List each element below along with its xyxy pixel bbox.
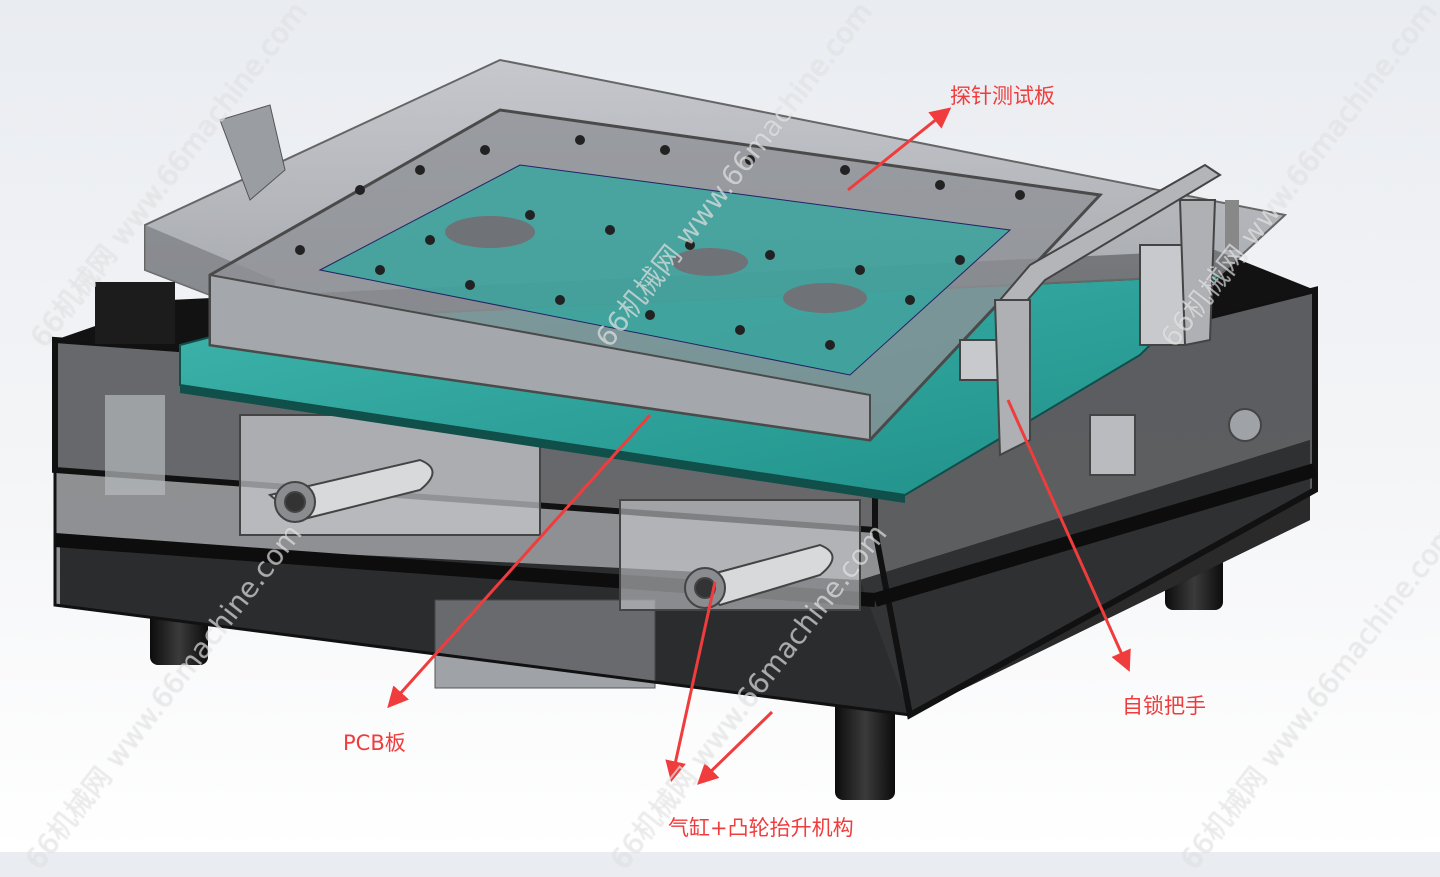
lock-handle-assembly — [959, 163, 1222, 457]
fixture-diagram: 66机械网 www.66machine.com 66机械网 www.66mach… — [19, 0, 1440, 875]
arrow-cam — [696, 710, 774, 785]
arrow-lock-handle — [1006, 399, 1131, 672]
label-pcb-board: PCB板 — [343, 731, 406, 755]
label-lock-handle: 自锁把手 — [1122, 694, 1206, 718]
arrow-probe-board — [847, 107, 952, 192]
callout-arrows — [387, 107, 1131, 785]
probe-plate — [208, 108, 1104, 442]
arrow-pcb-board — [387, 413, 652, 709]
leg-front-right — [835, 690, 895, 800]
screws — [295, 135, 1025, 350]
fixture-illustration — [52, 58, 1318, 800]
arrow-cylinder — [665, 581, 717, 783]
side-brackets — [95, 200, 1239, 495]
label-probe-board: 探针测试板 — [950, 84, 1055, 108]
label-cylinder-cam: 气缸+凸轮抬升机构 — [668, 816, 854, 840]
